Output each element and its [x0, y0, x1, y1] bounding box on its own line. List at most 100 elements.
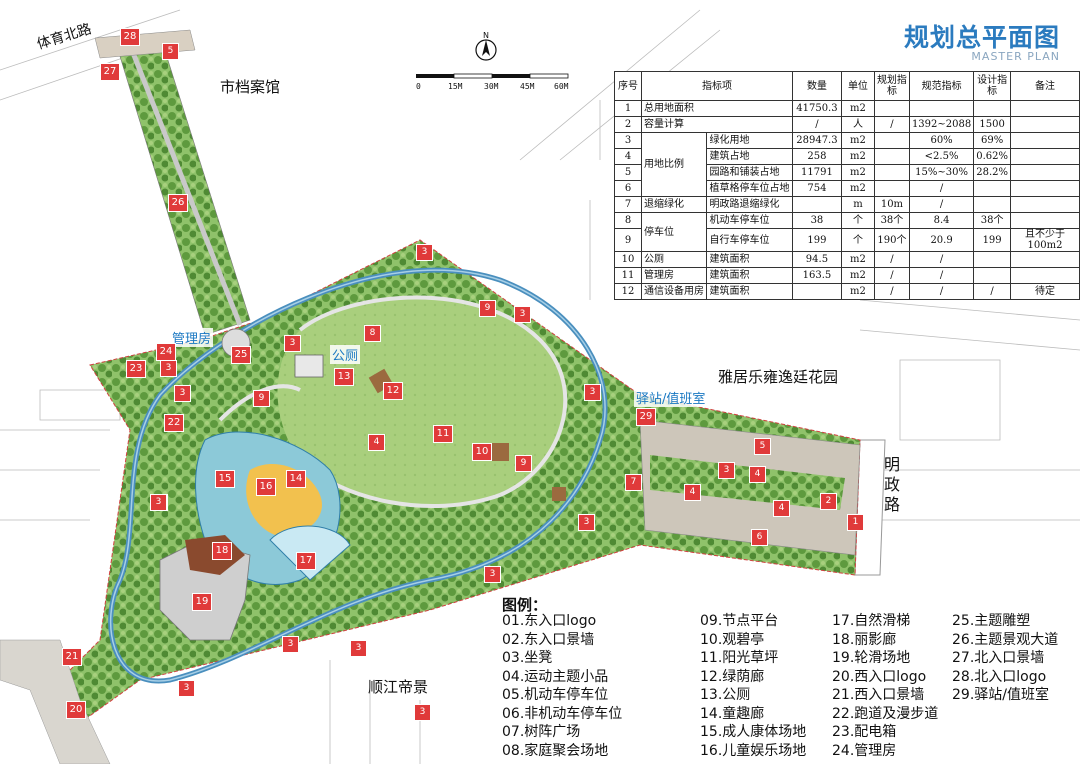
table-cell: 11791 — [791, 164, 842, 181]
plan-tag: 3 — [578, 514, 595, 531]
table-cell — [908, 100, 975, 117]
label-city-archives: 市档案馆 — [220, 78, 281, 96]
table-header: 备注 — [1010, 71, 1080, 101]
table-cell — [973, 100, 1011, 117]
plan-tag: 9 — [253, 390, 270, 407]
legend-item: 15.成人康体场地 — [700, 724, 807, 740]
legend-item: 07.树阵广场 — [502, 724, 581, 740]
legend-item: 27.北入口景墙 — [952, 650, 1045, 666]
plan-tag: 3 — [150, 494, 167, 511]
legend-item: 09.节点平台 — [700, 613, 779, 629]
table-cell: 0.62% — [973, 148, 1011, 165]
table-cell: 20.9 — [908, 228, 975, 252]
plan-tag: 14 — [286, 470, 306, 488]
plan-tag: 3 — [416, 244, 433, 261]
table-cell: 199 — [791, 228, 842, 252]
legend-item: 04.运动主题小品 — [502, 668, 609, 685]
plan-tag: 3 — [584, 384, 601, 401]
table-header: 数量 — [791, 71, 842, 101]
context-lines — [0, 9, 1080, 764]
table-cell: 1500 — [973, 116, 1011, 133]
table-cell: 自行车停车位 — [706, 228, 793, 252]
label-management-room: 管理房 — [170, 328, 214, 347]
table-cell: 管理房 — [640, 267, 708, 284]
legend-item: 16.儿童娱乐场地 — [700, 742, 807, 759]
plan-tag: 4 — [749, 466, 766, 483]
plan-tag: 6 — [751, 529, 768, 546]
plan-tag: 26 — [168, 194, 188, 212]
table-cell — [1010, 116, 1080, 133]
plan-tag: 3 — [350, 640, 367, 657]
table-cell — [1010, 180, 1080, 197]
plan-tag: 16 — [256, 478, 276, 496]
table-cell: m — [840, 196, 875, 213]
table-cell: m2 — [840, 100, 875, 117]
legend-item: 17.自然滑梯 — [832, 613, 911, 629]
plan-tag: 18 — [212, 542, 232, 560]
table-cell: 机动车停车位 — [706, 212, 793, 229]
table-cell — [873, 132, 910, 149]
table-cell: 190个 — [873, 228, 910, 252]
table-cell: 10m — [873, 196, 910, 213]
table-cell: / — [873, 267, 910, 284]
plan-tag: 3 — [284, 335, 301, 352]
table-cell: 个 — [840, 212, 875, 229]
plan-tag: 3 — [414, 704, 431, 721]
legend-item: 10.观碧亭 — [700, 631, 765, 648]
table-cell: 人 — [840, 116, 875, 133]
table-cell: 3 — [614, 132, 642, 149]
table-cell: / — [791, 116, 842, 133]
table-cell: / — [973, 283, 1011, 300]
table-header: 单位 — [840, 71, 875, 101]
legend-column-3: 17.自然滑梯 18.丽影廊 19.轮滑场地 20.西入口logo 21.西入口… — [832, 612, 938, 760]
plan-tag: 13 — [334, 368, 354, 386]
plan-tag: 27 — [100, 63, 120, 81]
table-cell: 12 — [614, 283, 642, 300]
svg-text:N: N — [483, 31, 489, 40]
plan-tag: 5 — [162, 43, 179, 60]
table-cell: 且不少于100m2 — [1010, 228, 1080, 252]
legend-item: 03.坐凳 — [502, 650, 553, 666]
table-cell: 建筑面积 — [706, 267, 793, 284]
table-cell: m2 — [840, 148, 875, 165]
table-cell: 199 — [973, 228, 1011, 252]
table-cell: 6 — [614, 180, 642, 197]
plan-tag: 11 — [433, 425, 453, 443]
table-cell: m2 — [840, 132, 875, 149]
table-cell: / — [908, 196, 975, 213]
plan-tag: 25 — [231, 346, 251, 364]
table-cell: / — [908, 180, 975, 197]
table-cell: 1392~2088 — [908, 116, 975, 133]
table-cell — [1010, 251, 1080, 268]
table-cell: 754 — [791, 180, 842, 197]
table-cell: 建筑面积 — [706, 251, 793, 268]
table-cell: 植草格停车位占地 — [706, 180, 793, 197]
label-station: 驿站/值班室 — [634, 388, 708, 407]
table-cell: 用地比例 — [640, 132, 708, 197]
plan-tag: 22 — [164, 414, 184, 432]
plan-tag: 3 — [718, 462, 735, 479]
scale-label: 45M — [520, 82, 535, 91]
scale-label: 15M — [448, 82, 463, 91]
legend-item: 23.配电箱 — [832, 724, 897, 740]
plan-tag: 21 — [62, 648, 82, 666]
label-mingzheng-road: 明政路 — [884, 455, 901, 514]
table-cell: 28947.3 — [791, 132, 842, 149]
table-cell: 10 — [614, 251, 642, 268]
table-cell — [973, 180, 1011, 197]
legend-item: 25.主题雕塑 — [952, 613, 1031, 629]
table-cell: 38个 — [873, 212, 910, 229]
legend-item: 12.绿荫廊 — [700, 668, 765, 685]
table-cell: 建筑占地 — [706, 148, 793, 165]
table-cell — [873, 180, 910, 197]
table-header: 序号 — [614, 71, 642, 101]
table-cell: 11 — [614, 267, 642, 284]
legend-item: 14.童趣廊 — [700, 705, 765, 722]
